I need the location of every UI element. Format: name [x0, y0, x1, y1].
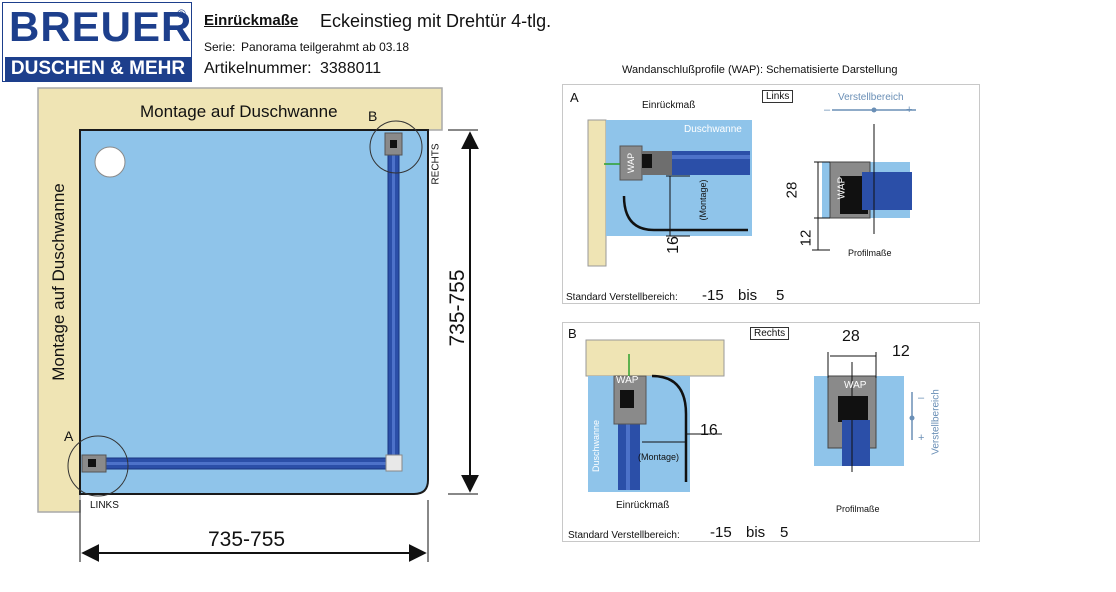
- panel-b-range-from: -15: [710, 524, 732, 541]
- article-number-label: Artikelnummer:: [204, 60, 312, 77]
- drain-icon: [94, 146, 126, 178]
- links-label: LINKS: [90, 500, 119, 511]
- panel-b-dim-28: 28: [842, 328, 860, 345]
- logo-subline: DUSCHEN & MEHR: [5, 57, 191, 81]
- wap-section-title: Wandanschlußprofile (WAP): Schematisiert…: [622, 64, 898, 76]
- panel-a-letter: A: [570, 90, 579, 105]
- panel-a-verstellbereich: Verstellbereich: [838, 92, 904, 103]
- panel-b-verstellbereich: Verstellbereich: [930, 389, 942, 455]
- panel-a-standard-label: Standard Verstellbereich:: [566, 292, 678, 303]
- panel-a-wap: WAP: [626, 152, 636, 174]
- panel-b-range-to: 5: [780, 524, 789, 541]
- panel-b-wap: WAP: [616, 375, 639, 386]
- logo-registered-mark: ®: [177, 7, 186, 21]
- panel-a-einrueckmass: Einrückmaß: [642, 100, 696, 111]
- panel-a-profile-wap: WAP: [836, 176, 848, 200]
- panel-a-plus: +: [906, 104, 913, 116]
- panel-a-montage: (Montage): [698, 179, 708, 221]
- panel-a-dim-16: 16: [665, 236, 682, 254]
- series-value: Panorama teilgerahmt ab 03.18: [241, 40, 410, 54]
- page-title: Einrückmaße: [204, 12, 299, 29]
- series-label: Serie:: [204, 40, 236, 54]
- corner-joint: [385, 454, 403, 472]
- wap-panel-a-drawing: [587, 107, 916, 267]
- panel-b-profile-wap: WAP: [844, 380, 867, 391]
- panel-b-montage: (Montage): [638, 452, 680, 462]
- panel-a-dim-28: 28: [783, 181, 801, 199]
- panel-b-duschwanne: Duschwanne: [591, 419, 601, 473]
- panel-b-range-bis: bis: [746, 524, 766, 541]
- article-number-value: 3388011: [320, 60, 382, 77]
- panel-b-standard-label: Standard Verstellbereich:: [568, 530, 680, 541]
- marker-a: A: [64, 428, 74, 444]
- vertical-dimension-label: 735-755: [446, 269, 469, 347]
- logo-brand-text: BREUER: [9, 3, 193, 50]
- montage-top-label: Montage auf Duschwanne: [140, 102, 338, 121]
- panel-a-tag: Links: [762, 90, 794, 103]
- product-name: Eckeinstieg mit Drehtür 4-tlg.: [320, 11, 552, 31]
- panel-a-minus: –: [824, 104, 831, 116]
- wap-panel-b-drawing: [585, 339, 915, 492]
- brand-logo: BREUER ® DUSCHEN & MEHR: [2, 2, 192, 82]
- panel-a-range-bis: bis: [738, 287, 758, 304]
- panel-a-duschwanne: Duschwanne: [684, 124, 742, 135]
- panel-b-minus: –: [918, 392, 925, 404]
- circle-detail-b: [369, 120, 423, 174]
- montage-left-label: Montage auf Duschwanne: [49, 183, 68, 381]
- panel-a-profilmasse: Profilmaße: [848, 248, 892, 258]
- panel-b-einrueckmass: Einrückmaß: [616, 500, 670, 511]
- panel-b-tag: Rechts: [750, 327, 790, 340]
- circle-detail-a: [67, 435, 129, 497]
- floor-plan-diagram: [37, 87, 479, 562]
- rechts-label: RECHTS: [430, 143, 442, 185]
- panel-b-dim-12: 12: [892, 343, 910, 360]
- panel-b-profilmasse: Profilmaße: [836, 504, 880, 514]
- panel-b-dim-16: 16: [700, 422, 718, 439]
- panel-b-letter: B: [568, 326, 577, 341]
- panel-a-dim-12: 12: [797, 229, 815, 247]
- panel-a-range-to: 5: [776, 287, 785, 304]
- panel-b-plus: +: [918, 432, 925, 444]
- shower-tray: [79, 129, 429, 495]
- panel-a-range-from: -15: [702, 287, 724, 304]
- marker-b: B: [368, 108, 378, 124]
- horizontal-dimension-label: 735-755: [208, 528, 286, 551]
